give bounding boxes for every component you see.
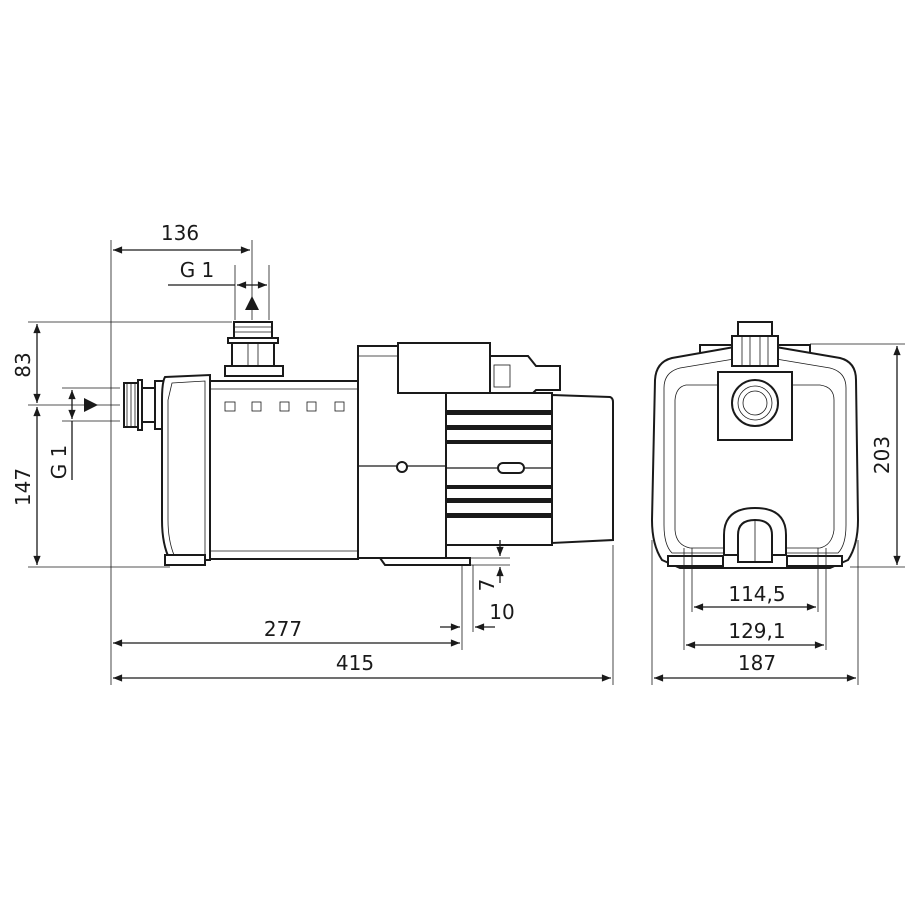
inlet-thread-label: G 1	[47, 445, 71, 480]
side-view: 136 G 1 83 147 G 1 7 10	[11, 221, 614, 685]
dim-front-width-label: 187	[738, 651, 776, 675]
dim-to-foot-label: 277	[264, 617, 302, 641]
outlet-fitting	[224, 321, 284, 377]
motor	[357, 342, 614, 566]
pump-front-body	[650, 321, 860, 569]
dim-hole-spacing-outer-label: 129,1	[728, 619, 785, 643]
pump-housing	[161, 373, 359, 566]
dim-overall-length-label: 415	[336, 651, 374, 675]
dim-inlet-height-label: 147	[11, 468, 35, 506]
dim-outlet-offset-label: 136	[161, 221, 199, 245]
dim-hole-spacing-inner-label: 114,5	[728, 582, 785, 606]
dim-outlet-height-label: 83	[11, 352, 35, 377]
outlet-flow-arrow-icon	[245, 296, 259, 310]
inlet-flow-arrow-icon	[84, 398, 98, 412]
inlet-fitting	[123, 379, 166, 431]
dim-foot-width-label: 10	[489, 600, 514, 624]
dim-foot-height-label: 7	[475, 579, 499, 592]
outlet-thread-label: G 1	[180, 258, 215, 282]
front-view: 203 114,5 129,1 187	[650, 321, 905, 685]
dim-front-height-label: 203	[870, 436, 894, 474]
